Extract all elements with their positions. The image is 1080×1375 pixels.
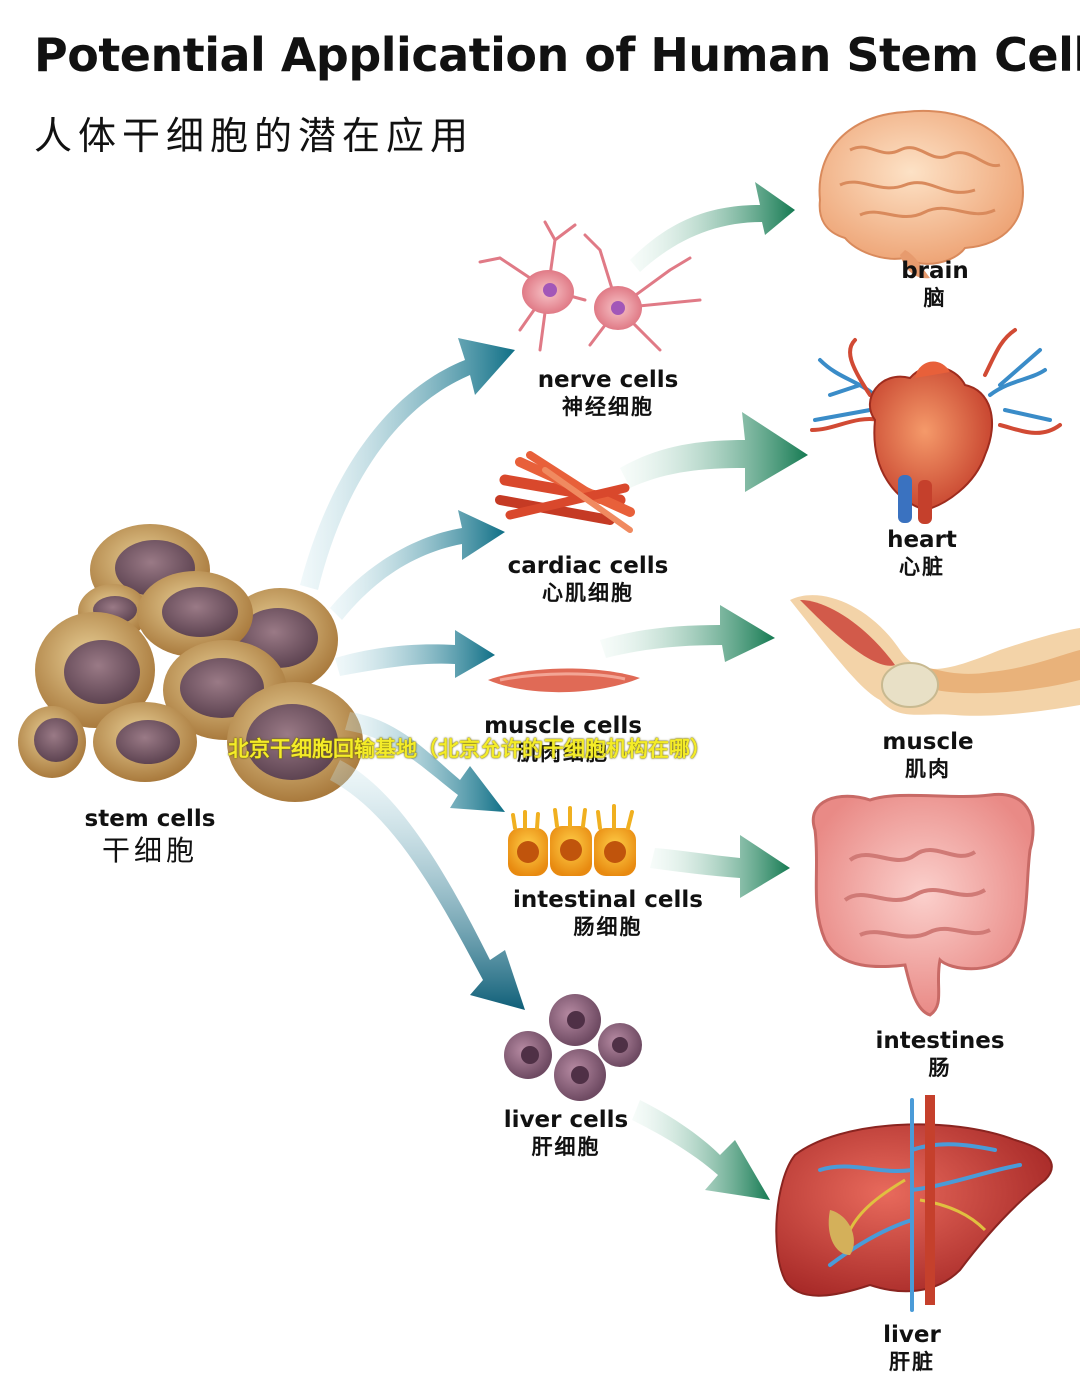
stem-cells-label-zh: 干细胞 [101,833,198,867]
cardiac-cells-label-en: cardiac cells [507,553,669,579]
stem-to-liver-arrow [330,760,525,1010]
liver-cells-image [504,994,642,1101]
liver-cells-to-liver-arrow [632,1100,770,1200]
stem-cells-label: stem cells 干细胞 [70,806,230,867]
brain-image [818,109,1024,279]
stem-to-nerve-arrow [300,338,515,590]
muscle-cells-label-en: muscle cells [484,713,642,739]
intestines-label-zh: 肠 [928,1055,952,1080]
intestinal-cells-image [508,804,636,876]
cardiac-cells-image [495,451,635,533]
cardiac-cells-label: cardiac cells 心肌细胞 [488,553,688,606]
brain-label-zh: 脑 [923,285,947,310]
intestinal-cells-label-en: intestinal cells [513,887,703,913]
liver-cells-label-en: liver cells [503,1107,629,1133]
nerve-cells-label: nerve cells 神经细胞 [508,367,708,420]
liver-cells-label: liver cells 肝细胞 [466,1107,666,1160]
muscle-to-muscle-arrow [600,605,775,662]
intestines-image [811,792,1035,1017]
nerve-cells-label-zh: 神经细胞 [562,394,654,419]
liver-label-en: liver [883,1322,941,1348]
nerve-to-brain-arrow [630,182,795,272]
page-title: Potential Application of Human Stem Cell… [34,28,1080,82]
liver-cells-label-zh: 肝细胞 [531,1134,601,1159]
intestines-label-en: intestines [875,1028,1005,1054]
intestinal-to-intestines-arrow [650,835,790,898]
liver-label-zh: 肝脏 [889,1349,935,1374]
muscle-label: muscle 肌肉 [868,729,988,782]
stem-cell-cluster [18,524,363,802]
watermark-overlay: 北京干细胞回输基地（北京允许的干细胞机构在哪） [228,737,711,761]
muscle-cells-label: muscle cells 肌肉细胞 [463,713,663,766]
brain-label-en: brain [901,258,969,284]
cardiac-cells-label-zh: 心肌细胞 [542,580,634,605]
heart-label: heart 心脏 [862,527,982,580]
muscle-cell-image [488,668,640,693]
page-subtitle: 人体干细胞的潜在应用 [34,114,475,158]
intestinal-cells-label: intestinal cells 肠细胞 [493,887,723,940]
stem-cells-label-en: stem cells [84,806,216,832]
stem-to-cardiac-arrow [330,510,505,620]
stem-to-intestinal-arrow [345,712,505,812]
muscle-arm-image [790,595,1080,716]
liver-image [775,1095,1053,1312]
nerve-cells-label-en: nerve cells [537,367,679,393]
heart-label-zh: 心脏 [899,554,945,579]
intestines-label: intestines 肠 [870,1028,1010,1081]
intestinal-cells-label-zh: 肠细胞 [573,914,643,939]
liver-label: liver 肝脏 [852,1322,972,1375]
heart-label-en: heart [887,527,957,553]
muscle-cells-label-zh: 肌肉细胞 [517,740,609,765]
muscle-label-en: muscle [882,729,974,755]
cardiac-to-heart-arrow [620,412,808,492]
brain-label: brain 脑 [875,258,995,311]
nerve-cell-bodies [522,270,642,330]
heart-image [810,328,1062,524]
muscle-label-zh: 肌肉 [905,756,951,781]
stem-to-muscle-arrow [335,630,495,678]
